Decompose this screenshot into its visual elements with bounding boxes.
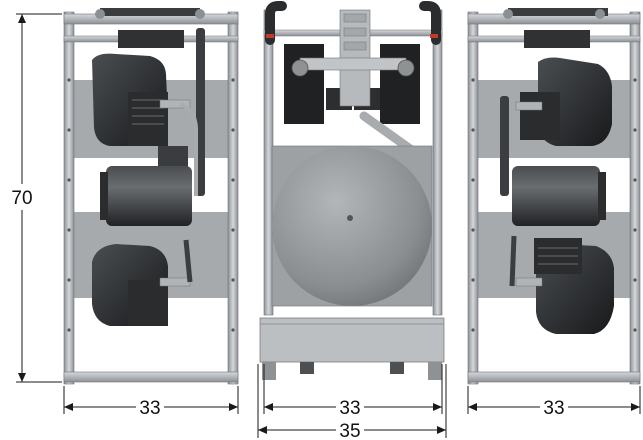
middle-cylinder [512, 166, 600, 226]
dimension-width-center-inner-label: 33 [339, 398, 360, 419]
dimension-lines [16, 13, 641, 438]
side-view-left [63, 8, 239, 385]
frame-upright-left [263, 9, 274, 316]
dimension-width-center-outer-label: 35 [339, 421, 360, 440]
side-view-right [467, 8, 641, 385]
pressure-tank [272, 146, 432, 306]
frame-upright-left [63, 11, 75, 385]
dimension-width-left-label: 33 [139, 398, 160, 419]
frame-upright-left [467, 11, 479, 385]
dimension-height-label: 70 [11, 188, 32, 209]
pump-block-left [284, 44, 324, 124]
frame-upright-right [227, 11, 239, 385]
vertical-pipe [196, 28, 205, 196]
front-view [259, 1, 445, 380]
frame-upright-right [629, 11, 641, 385]
pump-block-right [380, 44, 420, 124]
top-manifold [118, 30, 184, 48]
middle-cylinder [106, 166, 192, 226]
dimension-arrows [18, 14, 640, 434]
frame-bottom-rail [63, 371, 239, 383]
frame-upright-right [432, 9, 443, 316]
base-housing [259, 317, 445, 363]
dimension-width-right-label: 33 [543, 398, 564, 419]
